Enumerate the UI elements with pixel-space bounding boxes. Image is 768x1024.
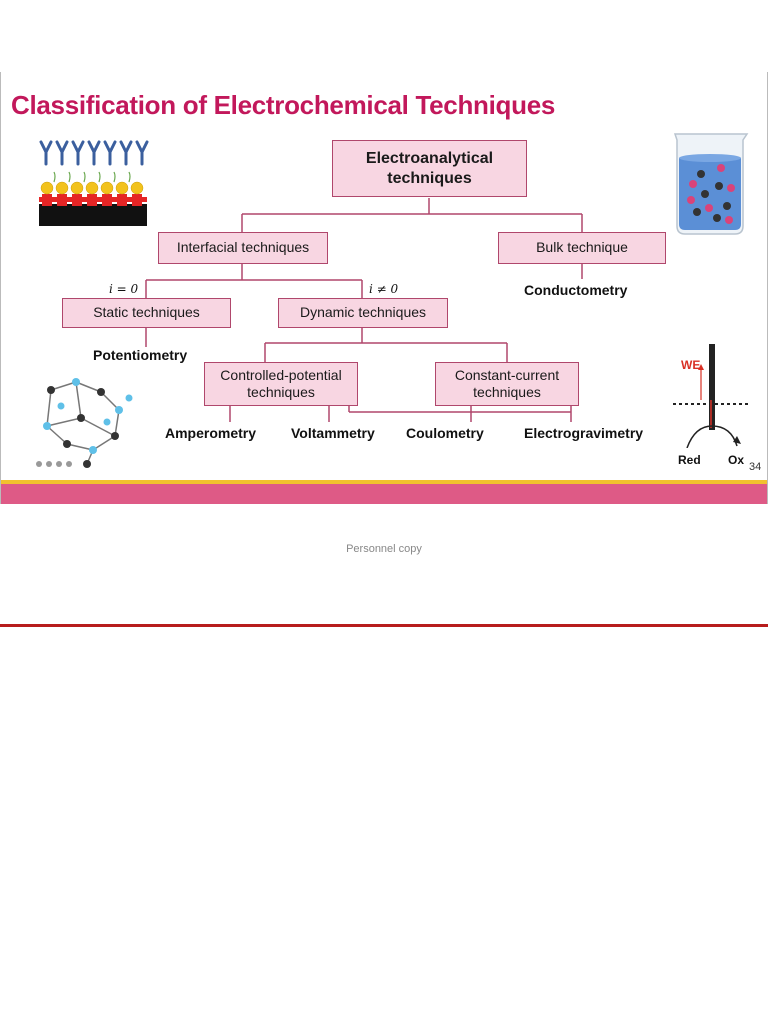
- leaf-amperometry: Amperometry: [165, 425, 257, 441]
- red-label: Red: [678, 453, 701, 467]
- we-label: WE: [681, 358, 701, 372]
- leaf-potentiometry: Potentiometry: [93, 347, 188, 363]
- slide: Classification of Electrochemical Techni…: [0, 72, 768, 504]
- slide-band-yellow: [1, 480, 767, 484]
- page-number: 34: [749, 461, 762, 473]
- ox-label: Ox: [728, 453, 745, 467]
- condition-dynamic: i ≠ 0: [369, 282, 399, 296]
- leaf-conductometry: Conductometry: [524, 282, 628, 298]
- antibody-surface-illustration: [39, 140, 149, 226]
- working-electrode-illustration: [673, 344, 751, 448]
- footer-text: Personnel copy: [346, 543, 422, 555]
- leaf-coulometry: Coulometry: [406, 425, 484, 441]
- slide-title: Classification of Electrochemical Techni…: [11, 90, 556, 120]
- beaker-illustration: [673, 133, 749, 235]
- node-constant-current-techniques: Constant-current techniques: [435, 362, 579, 406]
- node-bulk-technique: Bulk technique: [498, 232, 666, 264]
- slide-band-pink: [1, 484, 767, 504]
- node-interfacial-techniques: Interfacial techniques: [158, 232, 328, 264]
- node-controlled-potential-techniques: Controlled-potential techniques: [204, 362, 358, 406]
- node-static-techniques: Static techniques: [62, 298, 231, 328]
- leaf-electrogravimetry: Electrogravimetry: [524, 425, 644, 441]
- node-electroanalytical-techniques: Electroanalytical techniques: [332, 140, 527, 197]
- condition-static: i = 0: [109, 282, 139, 296]
- footer-divider: [0, 624, 768, 627]
- node-dynamic-techniques: Dynamic techniques: [278, 298, 448, 328]
- leaf-voltammetry: Voltammetry: [291, 425, 375, 441]
- diagram-connectors: [145, 198, 583, 422]
- molecule-illustration: [36, 378, 133, 468]
